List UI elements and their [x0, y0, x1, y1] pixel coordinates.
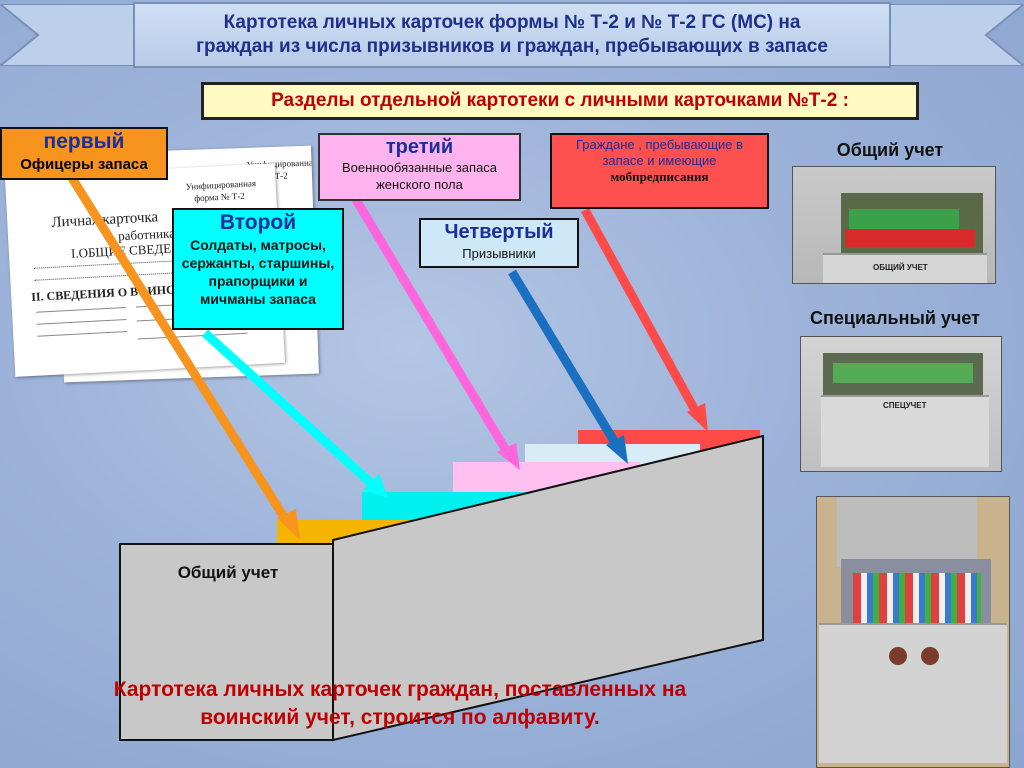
label-third-heading: третий [385, 136, 454, 158]
special-green-folders [833, 363, 973, 383]
ribbon-left [0, 4, 140, 66]
ribbon-right [884, 4, 1024, 66]
card-index-tabs [853, 573, 981, 627]
lock-knob-left-icon [889, 647, 907, 665]
label-fifth-mob: мобпредписания [610, 169, 709, 184]
label-fourth-heading: Четвертый [444, 221, 554, 243]
label-fifth-section: Граждане , пребывающие в запасе и имеющи… [550, 133, 769, 209]
label-third-text: Военнообязанные запаса женского пола [341, 160, 498, 192]
arrow-second-head [363, 474, 388, 498]
header-title-line1: Картотека личных карточек формы № Т-2 и … [223, 12, 801, 33]
header-title-line2: граждан из числа призывников и граждан, … [196, 36, 828, 57]
general-green-folders [849, 209, 959, 231]
photo-general-caption: Общий учет [836, 140, 944, 160]
cabinet-front-panel [119, 543, 334, 741]
footer-line2: воинский учет, строится по алфавиту. [200, 706, 600, 729]
arrow-fourth [508, 269, 621, 449]
header-banner: Картотека личных карточек формы № Т-2 и … [133, 2, 891, 68]
photo-special-cabinet: СПЕЦУЧЕТ [800, 336, 1002, 472]
arrow-first-head [277, 509, 300, 540]
label-fourth-section: Четвертый Призывники [419, 218, 579, 268]
special-drawer-tag: СПЕЦУЧЕТ [883, 401, 927, 410]
label-first-text: Офицеры запаса [20, 156, 148, 173]
footer-text: Картотека личных карточек граждан, поста… [30, 676, 770, 732]
sections-subtitle: Разделы отдельной картотеки с личными ка… [201, 82, 919, 120]
card-drawer-top [837, 497, 977, 567]
label-second-heading: Второй [219, 211, 297, 234]
cabinet-label: Общий учет [177, 563, 279, 582]
arrow-second [201, 329, 376, 488]
photo-card-drawer [816, 496, 1010, 768]
label-third-section: третий Военнообязанные запаса женского п… [318, 133, 521, 201]
arrow-fifth-head [687, 403, 708, 432]
label-second-text: Солдаты, матросы, сержанты, старшины, пр… [181, 237, 335, 307]
label-first-heading: первый [43, 130, 125, 153]
general-drawer-front [823, 253, 987, 283]
label-fifth-text: Граждане , пребывающие в запасе и имеющи… [575, 137, 744, 168]
arrow-third [351, 195, 511, 455]
label-fourth-text: Призывники [462, 246, 536, 261]
photo-general-cabinet: ОБЩИЙ УЧЕТ [792, 166, 996, 284]
special-drawer-front [821, 395, 989, 467]
arrow-fifth [581, 207, 701, 417]
general-red-folders [845, 229, 975, 247]
label-second-section: Второй Солдаты, матросы, сержанты, старш… [172, 208, 344, 330]
footer-line1: Картотека личных карточек граждан, поста… [113, 678, 687, 701]
arrow-first [68, 175, 291, 525]
arrow-fourth-head [606, 435, 628, 464]
photo-special-caption: Специальный учет [810, 308, 980, 328]
label-first-section: первый Офицеры запаса [0, 127, 168, 180]
card-drawer-front [819, 623, 1007, 763]
general-drawer-tag: ОБЩИЙ УЧЕТ [873, 263, 928, 272]
arrow-third-head [497, 443, 520, 470]
lock-knob-right-icon [921, 647, 939, 665]
